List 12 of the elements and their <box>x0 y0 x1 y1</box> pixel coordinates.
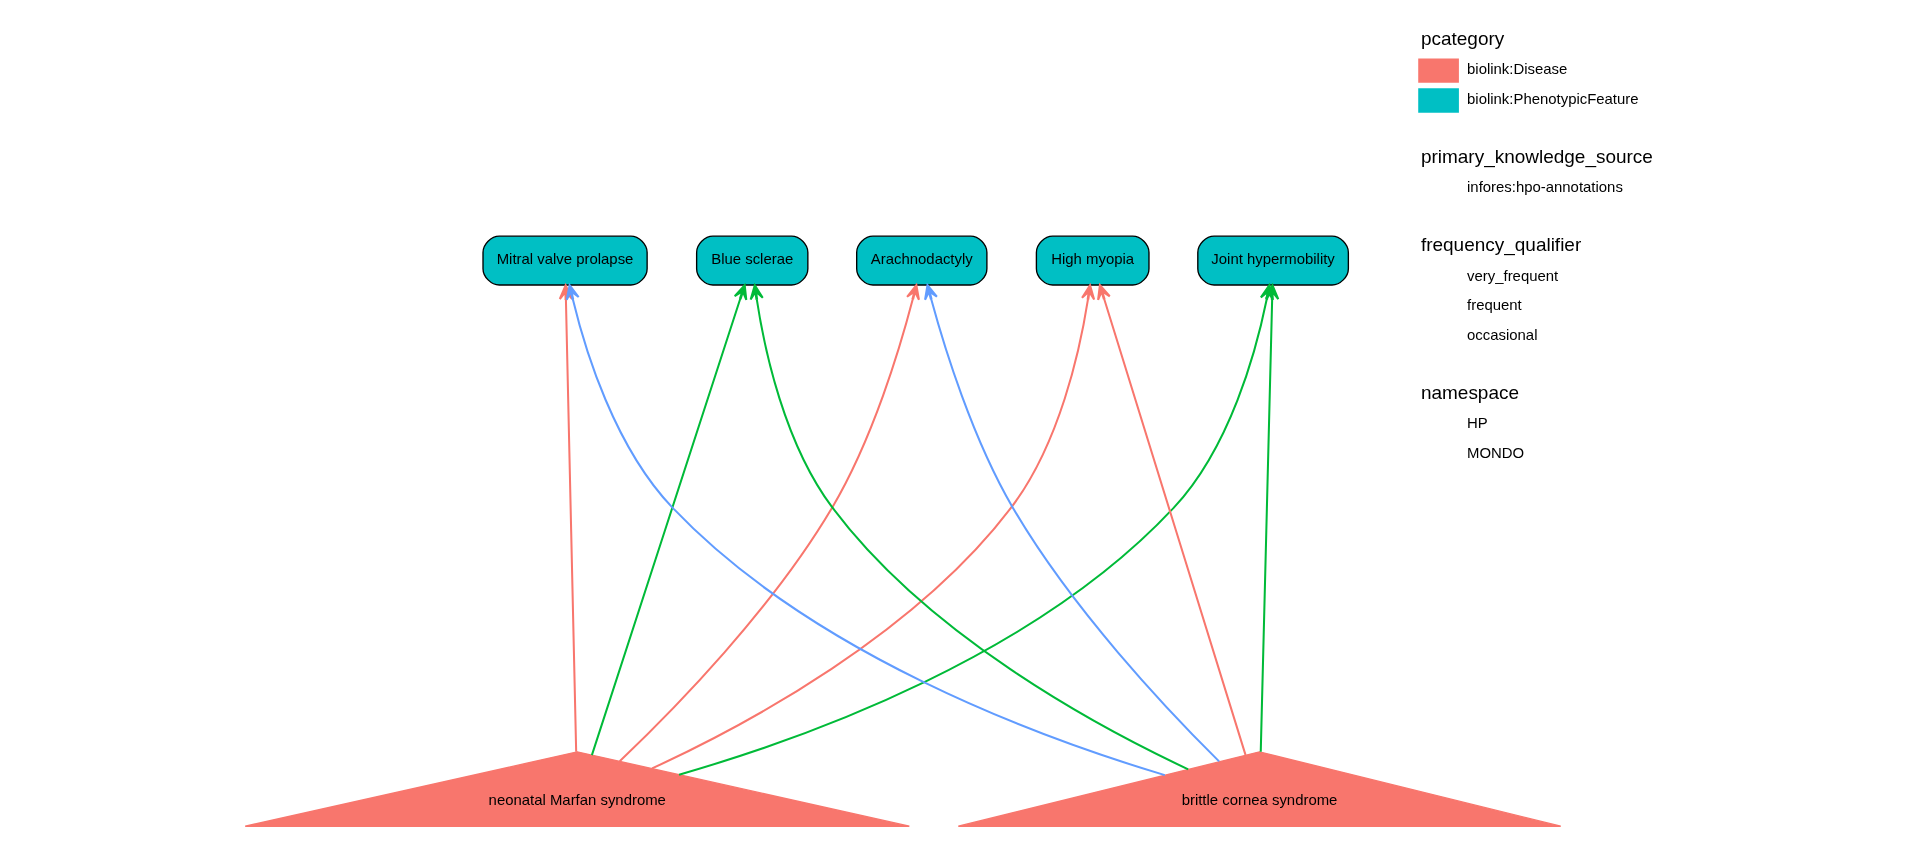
label: namespace <box>1420 382 1520 404</box>
legend-label: HP <box>1467 414 1488 432</box>
legend-label: frequent <box>1467 296 1522 314</box>
label: pcategory <box>1420 28 1505 50</box>
legend-label: MONDO <box>1467 444 1525 462</box>
label: primary_knowledge_source <box>1420 146 1653 168</box>
label: frequency_qualifier <box>1420 234 1582 256</box>
legend-label: occasional <box>1467 326 1538 344</box>
legend-label: biolink:Disease <box>1467 60 1568 78</box>
legend-label: infores:hpo-annotations <box>1467 178 1623 196</box>
legend-label: very_frequent <box>1467 266 1559 284</box>
legend-label: biolink:PhenotypicFeature <box>1467 90 1639 108</box>
